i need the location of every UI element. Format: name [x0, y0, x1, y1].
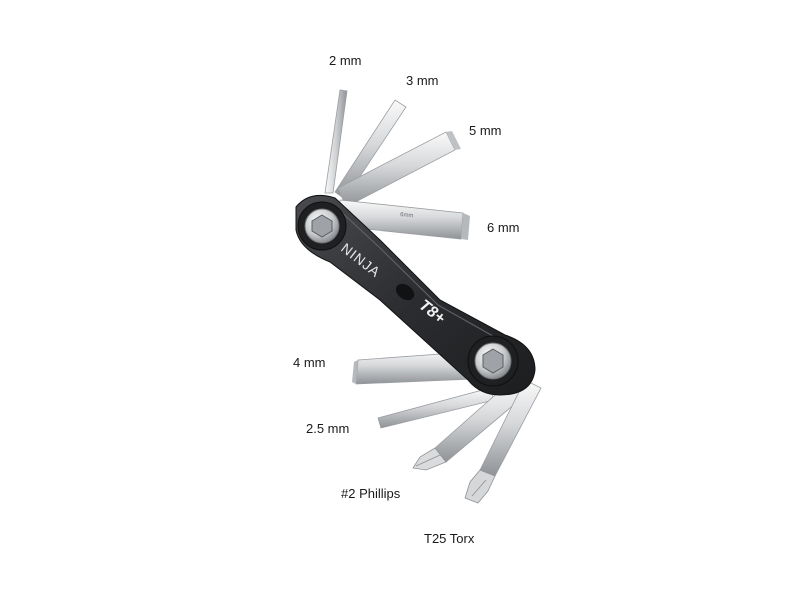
etched-size-text: 6mm: [400, 212, 414, 219]
label-2mm: 2 mm: [329, 53, 362, 68]
label-torx: T25 Torx: [424, 531, 475, 546]
hex-key-6mm: 6mm: [337, 199, 470, 240]
top-pivot-bolt: [297, 201, 347, 251]
label-6mm: 6 mm: [487, 220, 520, 235]
phillips-bit: [412, 381, 524, 471]
body-hole: [395, 283, 415, 301]
label-4mm: 4 mm: [293, 355, 326, 370]
label-3mm: 3 mm: [406, 73, 439, 88]
label-phillips: #2 Phillips: [341, 486, 401, 501]
torx-bit: [464, 379, 542, 504]
bottom-pivot-bolt: [467, 335, 519, 387]
hex-key-2mm: [324, 89, 348, 194]
label-5mm: 5 mm: [469, 123, 502, 138]
label-2-5mm: 2.5 mm: [306, 421, 350, 436]
